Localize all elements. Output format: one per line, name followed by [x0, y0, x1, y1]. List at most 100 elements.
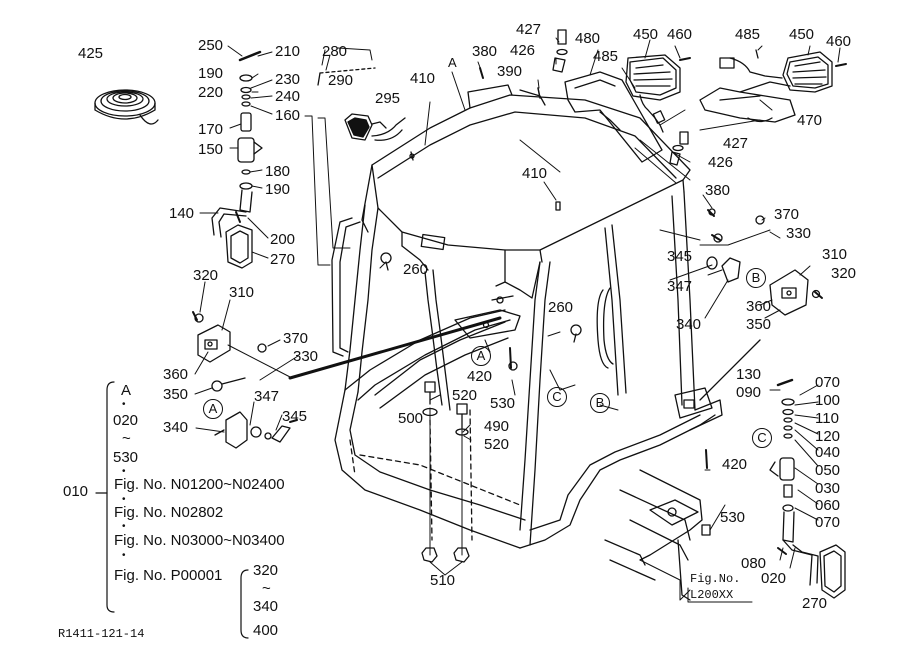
part-number-p110: 110: [815, 410, 839, 427]
work-light-left: [318, 68, 405, 140]
drawing-id: R1411-121-14: [58, 627, 145, 641]
part-number-p130: 130: [736, 366, 762, 383]
fig-box-line2: L200XX: [690, 588, 734, 602]
legend-range-start: 020: [113, 412, 139, 429]
part-number-p070a: 070: [815, 374, 841, 391]
part-number-p270b: 270: [802, 595, 828, 612]
part-number-p050: 050: [815, 462, 841, 479]
ref-c-circle-1: C: [547, 387, 567, 407]
part-number-p450b: 450: [789, 26, 815, 43]
part-number-p020: 020: [761, 570, 787, 587]
part-number-p530a: 530: [490, 395, 516, 412]
part-number-p180: 180: [265, 163, 291, 180]
part-number-p426b: 426: [708, 154, 734, 171]
part-number-p350b: 350: [746, 316, 772, 333]
part-number-p510: 510: [430, 572, 456, 589]
part-number-p260b: 260: [548, 299, 574, 316]
ref-b-circle-2: B: [590, 393, 610, 413]
cab-assembly: [332, 85, 722, 548]
part-number-p485a: 485: [593, 48, 619, 65]
part-number-p160: 160: [275, 107, 301, 124]
mirror-assembly-right: [770, 380, 845, 598]
part-number-p490: 490: [484, 418, 510, 435]
part-number-p080: 080: [741, 555, 767, 572]
part-number-p170: 170: [198, 121, 224, 138]
part-number-p380b: 380: [705, 182, 731, 199]
part-number-p427a: 427: [516, 21, 542, 38]
part-number-p345a: 345: [282, 408, 308, 425]
part-number-p030: 030: [815, 480, 841, 497]
part-number-p210: 210: [275, 43, 301, 60]
part-number-p360b: 360: [746, 298, 772, 315]
part-number-p520b: 520: [484, 436, 510, 453]
part-number-p347b: 347: [667, 278, 693, 295]
mirror-assembly-left: [212, 52, 262, 268]
part-number-p427b: 427: [723, 135, 749, 152]
legend-ref-a: A: [121, 382, 132, 399]
legend-bullet-2: •: [122, 466, 126, 477]
legend-sub-end: 400: [253, 622, 279, 639]
part-number-p390: 390: [497, 63, 523, 80]
fig-no-box: [688, 588, 752, 602]
part-number-p520a: 520: [452, 387, 478, 404]
part-number-p190a: 190: [198, 65, 224, 82]
legend-fig-2: Fig. No. N02802: [114, 504, 224, 521]
fig-box-line1: Fig.No.: [690, 572, 741, 586]
ref-a-circle-2: A: [471, 346, 491, 366]
part-number-p320a: 320: [193, 267, 219, 284]
part-number-p370a: 370: [283, 330, 309, 347]
part-number-p220: 220: [198, 84, 224, 101]
part-number-p345b: 345: [667, 248, 693, 265]
part-number-p485b: 485: [735, 26, 761, 43]
part-number-p420a: 420: [467, 368, 493, 385]
seal-roll: [95, 90, 158, 124]
ref-a-circle-1: A: [203, 399, 223, 419]
legend-bullet-5: •: [122, 550, 126, 561]
part-number-p120: 120: [815, 428, 841, 445]
leader-lines: [195, 38, 840, 600]
legend-bullet-3: •: [122, 494, 126, 505]
legend-bullet-1: •: [122, 399, 126, 410]
part-number-p150: 150: [198, 141, 224, 158]
part-number-p410b: 410: [522, 165, 548, 182]
part-number-p360a: 360: [163, 366, 189, 383]
latch-assembly-left: [193, 312, 297, 448]
latch-assembly-right: [707, 216, 822, 315]
part-number-p347a: 347: [254, 388, 280, 405]
base-frame: [605, 470, 702, 600]
part-number-p330a: 330: [293, 348, 319, 365]
part-number-p060: 060: [815, 497, 841, 514]
ref-a-top: A: [448, 55, 457, 70]
part-number-p340a: 340: [163, 419, 189, 436]
part-number-p350a: 350: [163, 386, 189, 403]
part-number-p500: 500: [398, 410, 424, 427]
part-number-p370b: 370: [774, 206, 800, 223]
legend-group-code: 010: [63, 483, 89, 500]
part-number-p260a: 260: [403, 261, 429, 278]
rod: [290, 318, 500, 378]
part-number-p295: 295: [375, 90, 401, 107]
rod-right: [700, 340, 760, 400]
part-number-p040: 040: [815, 444, 841, 461]
part-number-p100: 100: [815, 392, 841, 409]
part-number-p480: 480: [575, 30, 601, 47]
part-number-p250: 250: [198, 37, 224, 54]
part-number-p426a: 426: [510, 42, 536, 59]
part-number-p310a: 310: [229, 284, 255, 301]
part-number-p280: 280: [322, 43, 348, 60]
part-number-p460b: 460: [826, 33, 852, 50]
legend-bracket: [96, 382, 248, 638]
part-number-p340b: 340: [676, 316, 702, 333]
part-number-p470: 470: [797, 112, 823, 129]
legend-tilde: ~: [122, 430, 131, 447]
part-number-p090: 090: [736, 384, 762, 401]
part-number-p310b: 310: [822, 246, 848, 263]
part-number-p290: 290: [328, 72, 354, 89]
part-number-p240: 240: [275, 88, 301, 105]
part-number-p140: 140: [169, 205, 195, 222]
legend-sub-mid: 340: [253, 598, 279, 615]
part-number-p425: 425: [78, 45, 104, 62]
work-lights-right: [480, 30, 846, 216]
